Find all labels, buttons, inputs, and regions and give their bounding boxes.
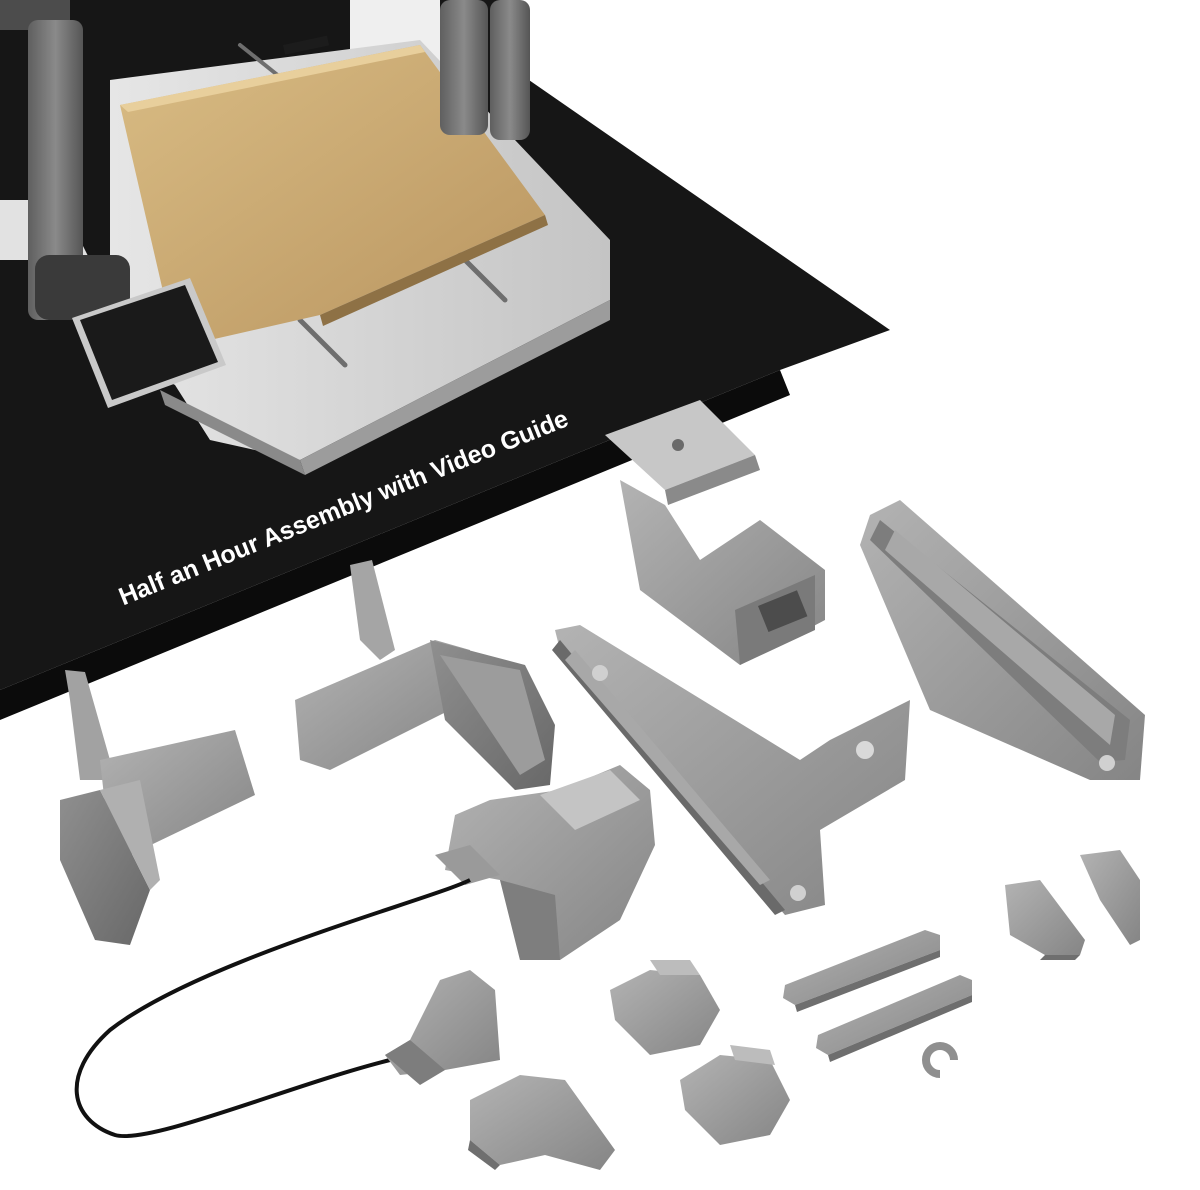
right-bracket-part-2 — [1080, 850, 1140, 945]
center-bracket-part — [295, 560, 555, 790]
rear-plate-part — [552, 500, 1145, 915]
clip-part-3 — [680, 1045, 790, 1145]
printer-uprights — [0, 0, 530, 320]
extruder-housing-part — [435, 765, 655, 960]
cable — [74, 878, 471, 1139]
touchscreen — [72, 278, 226, 408]
c-clip-part — [922, 1042, 958, 1078]
left-corner-bracket-part — [60, 670, 255, 945]
small-bracket-part — [385, 970, 500, 1085]
motor-mount-part — [605, 400, 825, 665]
guide-rod-2 — [816, 975, 972, 1062]
print-bed — [120, 35, 548, 340]
guide-rod-1 — [783, 930, 940, 1012]
right-bracket-part-1 — [1005, 880, 1085, 960]
clip-part-1 — [468, 1075, 615, 1170]
clip-part-2 — [610, 960, 720, 1055]
